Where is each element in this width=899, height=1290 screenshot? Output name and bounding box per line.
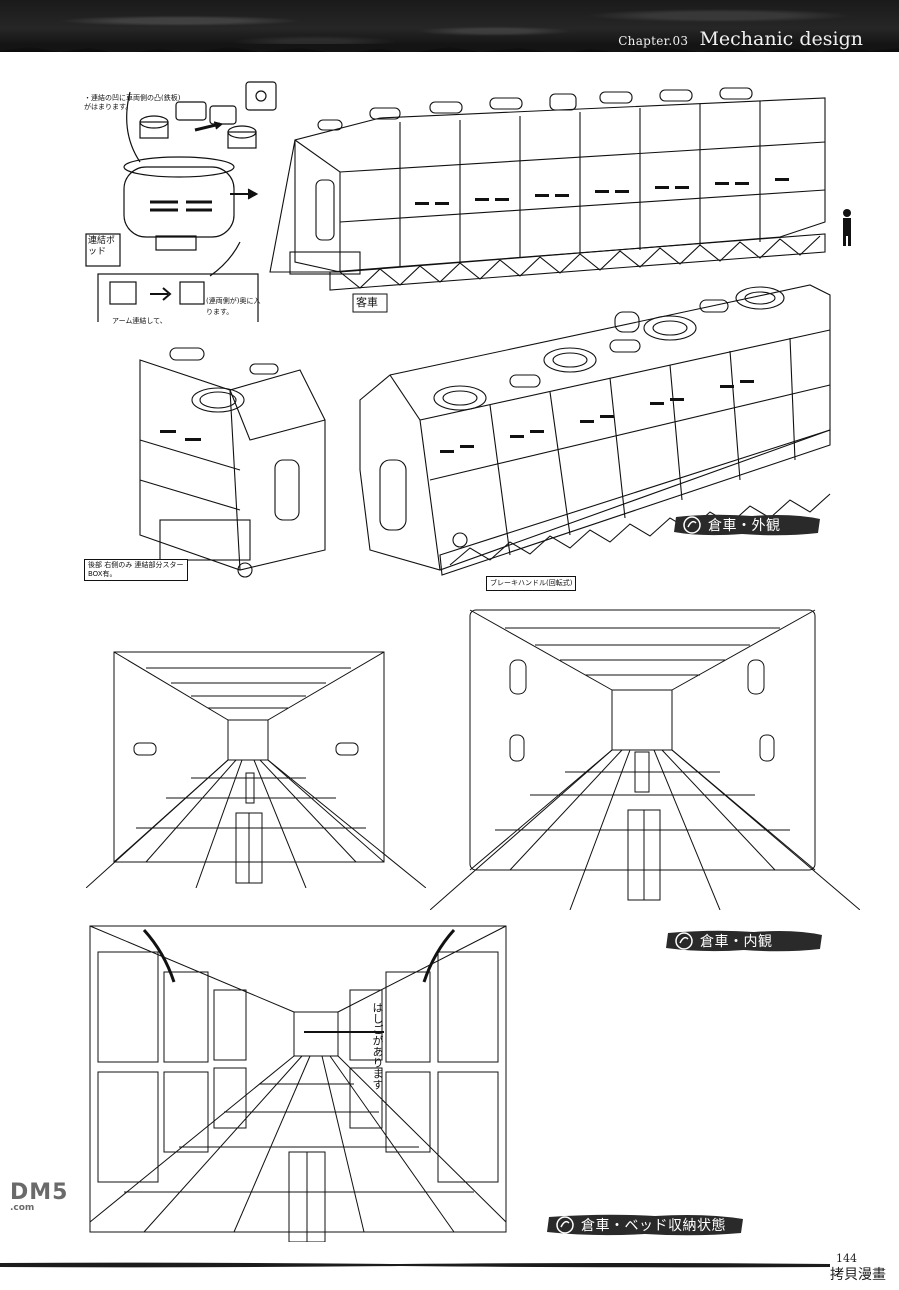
header-torn-edge (0, 44, 899, 52)
ladder-vertical-note: はしごがあります (371, 1002, 384, 1090)
caption-freight-interior-text: 倉車・内観 (700, 934, 773, 950)
pod-label: 連結ポッド (88, 236, 116, 257)
caption-freight-exterior-text: 倉車・外観 (708, 518, 781, 534)
caption-brush-bg (674, 514, 820, 536)
brake-handle-note: ブレーキハンドル(回転式) (486, 576, 577, 591)
caption-emblem-icon (556, 1216, 574, 1234)
caption-bed-storage-text: 倉車・ベッド収納状態 (581, 1218, 726, 1234)
caption-brush-bg (666, 930, 822, 952)
page-header: Chapter.03 Mechanic design (0, 0, 899, 52)
freight-car-exterior-illustration (139, 284, 831, 578)
watermark-dm5-sub: .com (10, 1203, 35, 1213)
page-number: 144 (836, 1252, 857, 1265)
chapter-number: Chapter.03 (618, 34, 689, 48)
caption-freight-interior: 倉車・内観 (664, 927, 860, 955)
footer-brush-bar (0, 1262, 830, 1268)
freight-car-interior-illustration-right (430, 609, 860, 910)
watermark-copy: 拷貝漫畫 (830, 1267, 886, 1283)
caption-bed-storage: 倉車・ベッド収納状態 (545, 1211, 781, 1239)
caption-brush-bg (547, 1214, 743, 1236)
watermark-dm5: DM5 .com (10, 1180, 68, 1213)
passenger-car-label: 客車 (356, 296, 378, 309)
caption-freight-exterior: 倉車・外観 (672, 511, 858, 539)
pull-in-note: (連両側が)奥に入ります。 (206, 297, 261, 316)
chapter-heading: Chapter.03 Mechanic design (618, 28, 863, 50)
watermark-dm5-text: DM5 (10, 1180, 69, 1205)
bed-storage-interior-illustration (89, 925, 507, 1242)
arm-coupling-note: アーム連結して、 (112, 317, 167, 325)
section-title: Mechanic design (699, 28, 863, 50)
passenger-car-illustration (85, 81, 851, 322)
pod-coupling-note: ・連結の凹に車両側の凸(鉄板)がはまります。 (84, 94, 181, 111)
caption-emblem-icon (683, 516, 701, 534)
caption-emblem-icon (675, 932, 693, 950)
freight-car-interior-illustration-left (86, 651, 426, 888)
rear-coupling-note: 後部 右側のみ 連結部分スターBOX有。 (84, 559, 188, 581)
